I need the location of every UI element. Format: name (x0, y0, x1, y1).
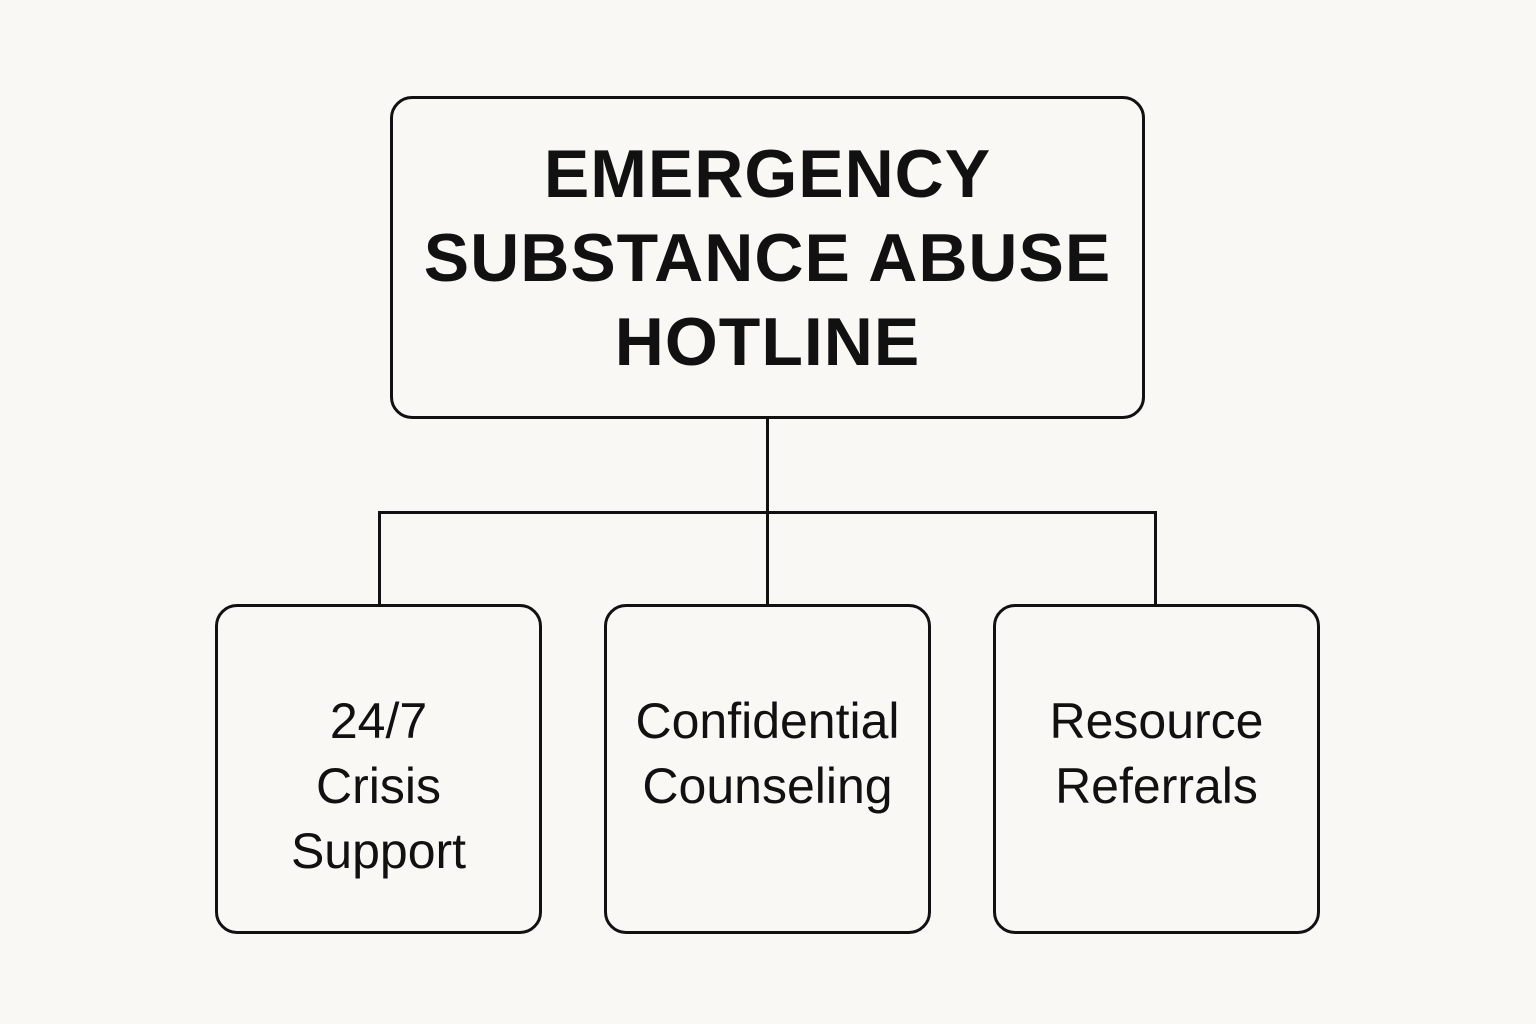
child-1-line-3: Support (290, 823, 467, 879)
child-2-line-1: Confidential (635, 693, 900, 749)
child-1-line-1: 24/7 (329, 693, 428, 749)
root-node-hotline: EMERGENCY SUBSTANCE ABUSE HOTLINE (390, 96, 1145, 419)
connector-root-down (766, 419, 769, 514)
child-3-line-1: Resource (1049, 693, 1264, 749)
child-1-line-2: Crisis (316, 758, 441, 814)
child-3-line-2: Referrals (1055, 758, 1258, 814)
child-node-confidential-counseling: Confidential Counseling (604, 604, 931, 934)
connector-to-crisis-support (378, 511, 381, 605)
root-title-line-3: HOTLINE (614, 303, 921, 380)
root-title-line-2: SUBSTANCE ABUSE (423, 219, 1112, 296)
child-node-resource-referrals: Resource Referrals (993, 604, 1320, 934)
child-2-line-2: Counseling (642, 758, 893, 814)
root-title-line-1: EMERGENCY (543, 135, 992, 212)
child-node-crisis-support: 24/7 Crisis Support (215, 604, 542, 934)
connector-to-confidential-counseling (766, 511, 769, 605)
connector-to-resource-referrals (1154, 511, 1157, 605)
